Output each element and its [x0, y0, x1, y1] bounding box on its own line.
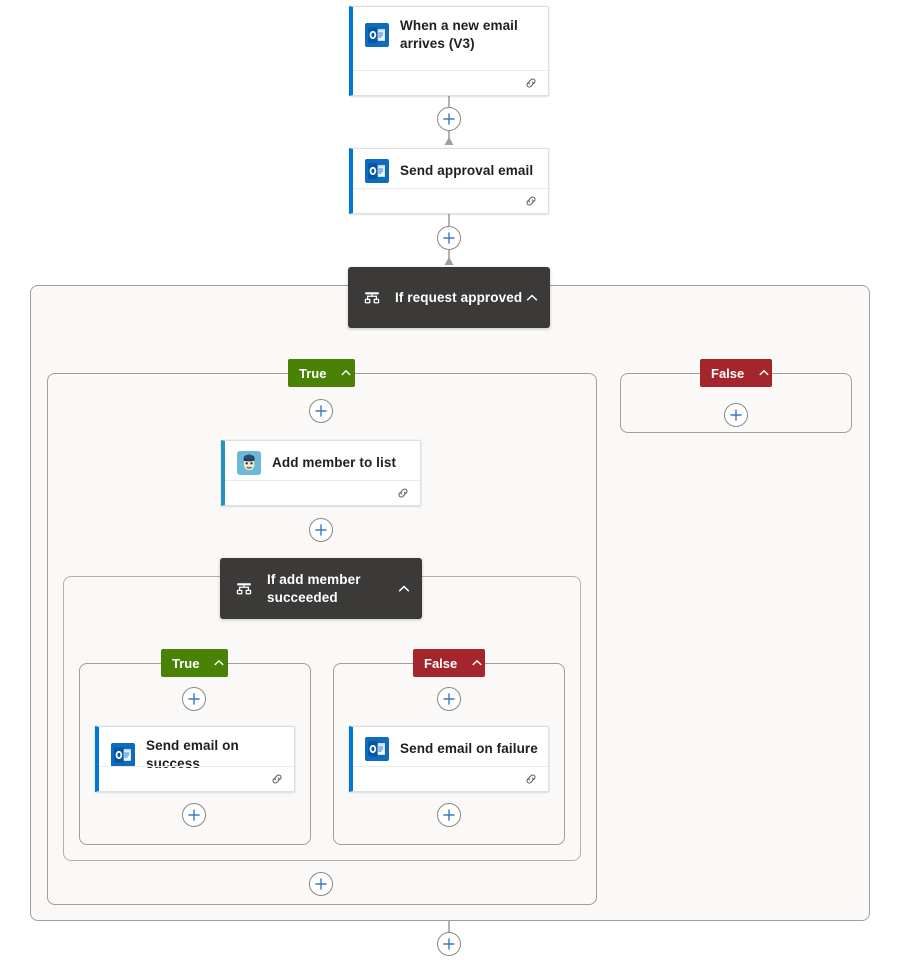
- link-icon[interactable]: [396, 486, 410, 500]
- add-step-button-after-send-approval[interactable]: [437, 226, 461, 250]
- card-footer: [353, 188, 548, 213]
- card-title: Send email on success: [146, 738, 239, 771]
- plus-icon: [443, 809, 455, 821]
- branch-badge-false-inner[interactable]: False: [413, 649, 485, 677]
- action-card-add-member-to-list[interactable]: Add member to list: [221, 440, 421, 506]
- card-title: Send approval email: [400, 163, 534, 178]
- plus-icon: [443, 113, 455, 125]
- chevron-up-icon[interactable]: [524, 290, 540, 306]
- card-header: Add member to list: [225, 441, 420, 485]
- card-header: When a new email arrives (V3): [353, 7, 548, 63]
- add-step-button-inner-false-top[interactable]: [437, 687, 461, 711]
- action-card-send-approval-email[interactable]: Send approval email: [349, 148, 549, 214]
- card-footer: [225, 480, 420, 505]
- action-card-send-email-on-failure[interactable]: Send email on failure: [349, 726, 549, 792]
- card-footer: [353, 70, 548, 95]
- plus-icon: [443, 693, 455, 705]
- plus-icon: [443, 232, 455, 244]
- branch-badge-label: True: [299, 365, 327, 381]
- chevron-up-icon[interactable]: [338, 366, 354, 380]
- outlook-icon: [365, 23, 389, 47]
- card-header: Send approval email: [353, 149, 548, 193]
- action-card-send-email-on-success[interactable]: Send email on success: [95, 726, 295, 792]
- condition-icon: [236, 582, 252, 594]
- add-step-button-inner-true-bottom[interactable]: [182, 803, 206, 827]
- add-step-button-outer-false[interactable]: [724, 403, 748, 427]
- chevron-up-icon[interactable]: [211, 656, 227, 670]
- add-step-button-after-add-member[interactable]: [309, 518, 333, 542]
- outlook-icon: [111, 743, 135, 767]
- outlook-icon: [365, 737, 389, 761]
- card-header: Send email on failure: [353, 727, 548, 771]
- action-card-when-a-new-email-arrives[interactable]: When a new email arrives (V3): [349, 6, 549, 96]
- branch-badge-false-outer[interactable]: False: [700, 359, 772, 387]
- add-step-button-inner-true-top[interactable]: [182, 687, 206, 711]
- condition-title: If request approved: [395, 289, 523, 305]
- plus-icon: [188, 693, 200, 705]
- card-title: When a new email arrives (V3): [400, 18, 518, 51]
- mailchimp-icon: [237, 451, 261, 475]
- card-footer: [99, 766, 294, 791]
- outlook-icon: [365, 159, 389, 183]
- add-step-button-inner-false-bottom[interactable]: [437, 803, 461, 827]
- add-step-button-flow-bottom[interactable]: [437, 932, 461, 956]
- link-icon[interactable]: [524, 76, 538, 90]
- add-step-button-after-trigger[interactable]: [437, 107, 461, 131]
- chevron-up-icon[interactable]: [396, 581, 412, 597]
- plus-icon: [315, 524, 327, 536]
- card-title: Add member to list: [272, 455, 397, 470]
- plus-icon: [443, 938, 455, 950]
- condition-title: If add member succeeded: [267, 571, 361, 605]
- condition-icon: [364, 291, 380, 303]
- branch-badge-true-outer[interactable]: True: [288, 359, 355, 387]
- plus-icon: [188, 809, 200, 821]
- plus-icon: [315, 405, 327, 417]
- branch-badge-label: False: [711, 365, 745, 381]
- condition-header-if-add-member-succeeded[interactable]: If add member succeeded: [220, 558, 422, 619]
- plus-icon: [730, 409, 742, 421]
- card-footer: [353, 766, 548, 791]
- link-icon[interactable]: [270, 772, 284, 786]
- branch-badge-true-inner[interactable]: True: [161, 649, 228, 677]
- plus-icon: [315, 878, 327, 890]
- add-step-button-outer-true-top[interactable]: [309, 399, 333, 423]
- link-icon[interactable]: [524, 194, 538, 208]
- card-title: Send email on failure: [400, 741, 538, 756]
- chevron-up-icon[interactable]: [756, 366, 772, 380]
- link-icon[interactable]: [524, 772, 538, 786]
- chevron-up-icon[interactable]: [469, 656, 485, 670]
- branch-badge-label: True: [172, 655, 200, 671]
- card-header: Send email on success: [99, 727, 294, 783]
- branch-badge-label: False: [424, 655, 458, 671]
- condition-header-if-request-approved[interactable]: If request approved: [348, 267, 550, 328]
- add-step-button-outer-true-bottom[interactable]: [309, 872, 333, 896]
